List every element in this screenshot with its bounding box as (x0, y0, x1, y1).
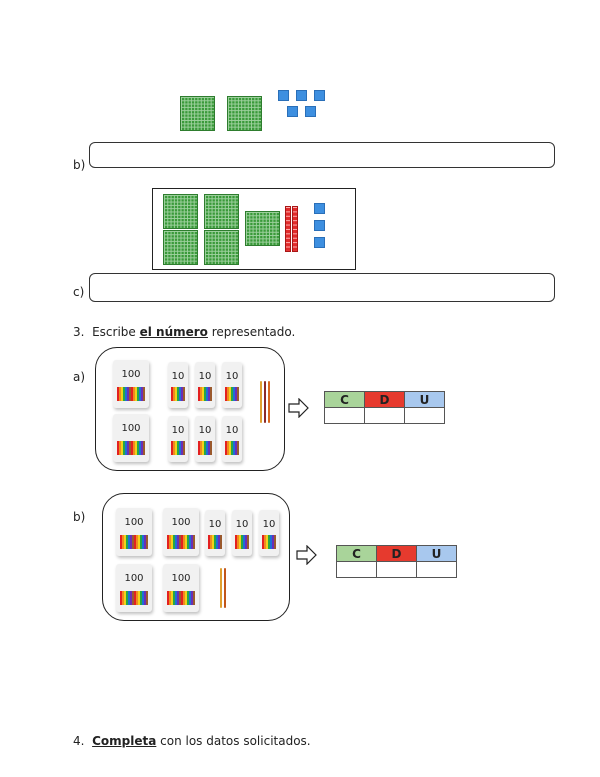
answer-box-c[interactable] (89, 273, 555, 302)
pencil (224, 568, 226, 608)
item-b-frame: 100 100 10 10 10 100 100 (102, 493, 290, 621)
pack-value: 100 (171, 573, 191, 584)
question-number: 4. (73, 734, 85, 748)
marker-pack-10: 10 (222, 416, 242, 462)
pack-value: 10 (198, 425, 212, 436)
unit-block (287, 106, 298, 117)
header-tens: D (376, 545, 417, 562)
answer-box-b[interactable] (89, 142, 555, 168)
question-number: 3. (73, 325, 85, 339)
question-suffix: representado. (207, 325, 296, 339)
pencil (220, 568, 222, 608)
unit-block (314, 237, 325, 248)
arrow-right-icon (288, 398, 309, 418)
question-suffix: con los datos solicitados. (156, 734, 311, 748)
pencil (268, 381, 270, 423)
pack-value: 10 (235, 519, 249, 530)
section-c-label: c) (73, 285, 85, 299)
hundred-block (204, 230, 239, 265)
marker-pack-10: 10 (195, 362, 215, 408)
marker-pack-10: 10 (205, 510, 225, 556)
marker-pack-10: 10 (168, 416, 188, 462)
marker-pack-100: 100 (116, 564, 152, 612)
marker-pack-10: 10 (259, 510, 279, 556)
marker-pack-10: 10 (232, 510, 252, 556)
pack-value: 100 (121, 423, 141, 434)
header-hundreds: C (336, 545, 377, 562)
section-b-label: b) (73, 158, 86, 172)
unit-block (296, 90, 307, 101)
hundred-block (180, 96, 215, 131)
marker-pack-10: 10 (195, 416, 215, 462)
pack-value: 10 (171, 425, 185, 436)
answer-cell-units[interactable] (416, 561, 457, 578)
marker-pack-10: 10 (222, 362, 242, 408)
blocks-frame (152, 188, 356, 270)
pack-value: 100 (124, 573, 144, 584)
unit-block (278, 90, 289, 101)
header-units: U (404, 391, 445, 408)
pencil (264, 381, 266, 423)
answer-cell-tens[interactable] (364, 407, 405, 424)
header-tens: D (364, 391, 405, 408)
unit-block (305, 106, 316, 117)
marker-pack-100: 100 (116, 508, 152, 556)
header-hundreds: C (324, 391, 365, 408)
answer-cell-hundreds[interactable] (324, 407, 365, 424)
question-4-title: 4. Completa con los datos solicitados. (73, 734, 311, 748)
pack-value: 10 (262, 519, 276, 530)
pack-value: 100 (124, 517, 144, 528)
marker-pack-100: 100 (163, 508, 199, 556)
unit-block (314, 203, 325, 214)
unit-block (314, 90, 325, 101)
hundred-block (245, 211, 280, 246)
place-value-table-b: C D U (336, 545, 457, 578)
hundred-block (163, 194, 198, 229)
place-value-table-a: C D U (324, 391, 445, 424)
pack-value: 10 (171, 371, 185, 382)
header-units: U (416, 545, 457, 562)
pack-value: 10 (198, 371, 212, 382)
pack-value: 10 (225, 371, 239, 382)
item-a-frame: 100 100 10 10 10 10 10 10 (95, 347, 285, 471)
unit-block (314, 220, 325, 231)
answer-cell-hundreds[interactable] (336, 561, 377, 578)
question-prefix: Escribe (92, 325, 140, 339)
ten-rod (285, 206, 291, 252)
ten-rod (292, 206, 298, 252)
marker-pack-100: 100 (113, 414, 149, 462)
pack-value: 100 (121, 369, 141, 380)
hundred-block (204, 194, 239, 229)
answer-cell-tens[interactable] (376, 561, 417, 578)
pencil (260, 381, 262, 423)
question-emphasis: el número (139, 325, 208, 339)
question-emphasis: Completa (92, 734, 157, 748)
marker-pack-10: 10 (168, 362, 188, 408)
arrow-right-icon (296, 545, 317, 565)
marker-pack-100: 100 (113, 360, 149, 408)
pack-value: 100 (171, 517, 191, 528)
hundred-block (227, 96, 262, 131)
marker-pack-100: 100 (163, 564, 199, 612)
item-b-label: b) (73, 510, 86, 524)
pack-value: 10 (208, 519, 222, 530)
hundred-block (163, 230, 198, 265)
pack-value: 10 (225, 425, 239, 436)
question-3-title: 3. Escribe el número representado. (73, 325, 295, 339)
item-a-label: a) (73, 370, 86, 384)
answer-cell-units[interactable] (404, 407, 445, 424)
